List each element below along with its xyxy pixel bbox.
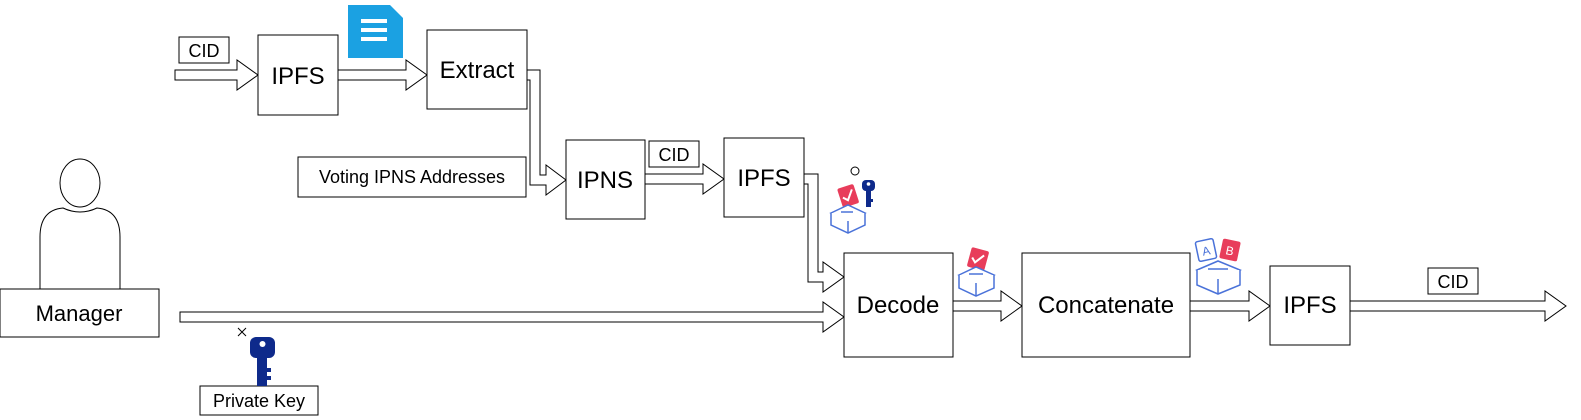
arrow-extract-to-ipns: [526, 69, 567, 196]
cid-output-label: CID: [1427, 267, 1479, 295]
node-concatenate: Concatenate: [1021, 252, 1191, 358]
node-extract: Extract: [426, 29, 528, 110]
svg-text:CID: CID: [659, 145, 690, 165]
svg-text:CID: CID: [189, 41, 220, 61]
cid-mid-label: CID: [648, 140, 700, 168]
node-extract-label: Extract: [440, 57, 515, 84]
person-icon: [39, 158, 121, 289]
private-key-label: Private Key: [199, 385, 319, 416]
svg-text:Voting IPNS Addresses: Voting IPNS Addresses: [319, 167, 505, 187]
svg-text:Private Key: Private Key: [213, 391, 305, 411]
manager-actor: Manager: [0, 158, 160, 338]
node-concatenate-label: Concatenate: [1038, 292, 1174, 319]
arrow-ipfs-output: [1349, 290, 1567, 322]
node-ipfs-top: IPFS: [257, 34, 339, 116]
document-icon: [348, 5, 403, 58]
node-decode-label: Decode: [857, 292, 940, 319]
ballot-box-ab-icon: A B: [1194, 237, 1242, 295]
ballot-box-key-icon: [829, 166, 875, 234]
arrow-ipns-to-ipfs: [644, 163, 725, 195]
node-ipns-label: IPNS: [577, 167, 633, 194]
voting-ipns-addresses-label: Voting IPNS Addresses: [297, 156, 527, 198]
arrow-ipfs-to-decode: [803, 173, 845, 293]
ballot-box-icon: [957, 247, 996, 297]
arrow-concatenate-to-ipfs: [1189, 290, 1271, 322]
arrow-decode-to-concatenate: [952, 290, 1023, 322]
manager-box: [0, 288, 160, 338]
node-ipfs-out-label: IPFS: [1283, 292, 1336, 319]
node-ipns: IPNS: [565, 139, 646, 220]
node-decode: Decode: [843, 252, 954, 358]
arrow-ipfs-to-extract: [337, 59, 428, 91]
arrow-input-to-ipfs: [174, 59, 259, 91]
arrow-manager-to-decode: [179, 301, 845, 333]
svg-text:B: B: [1224, 243, 1235, 258]
node-ipfs-mid: IPFS: [723, 137, 805, 218]
svg-text:A: A: [1201, 243, 1212, 258]
svg-text:CID: CID: [1438, 272, 1469, 292]
cid-input-label: CID: [178, 36, 230, 64]
node-ipfs-out: IPFS: [1269, 265, 1351, 346]
key-icon: [237, 327, 275, 386]
node-ipfs-top-label: IPFS: [271, 63, 324, 90]
node-ipfs-mid-label: IPFS: [737, 165, 790, 192]
manager-label: Manager: [36, 301, 123, 326]
